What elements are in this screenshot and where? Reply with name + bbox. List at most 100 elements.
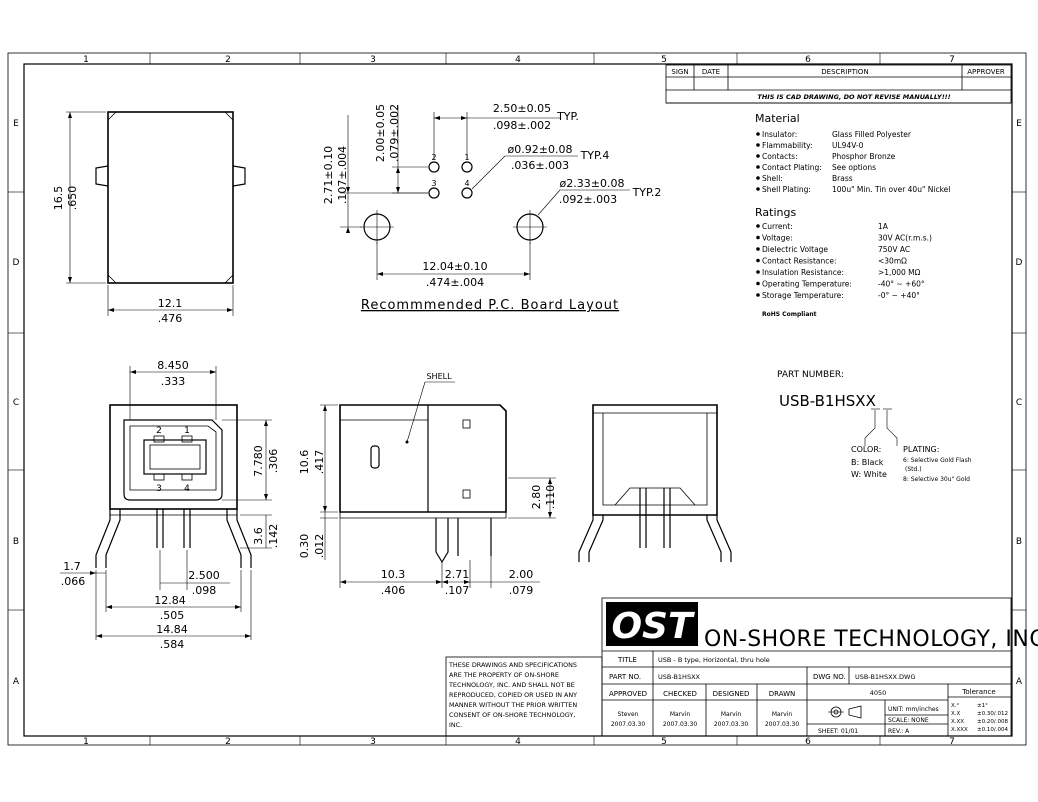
rating-value: -0° ~ +40°	[878, 291, 920, 300]
pcb-pitch-mm: 2.50±0.05	[493, 102, 551, 115]
scale-label: SCALE: NONE	[888, 717, 929, 724]
side-l1-in: .406	[381, 584, 406, 597]
rating-value: 750V AC	[878, 245, 910, 254]
front-pin-1: 1	[184, 426, 190, 436]
grid-col-label: 6	[805, 737, 811, 747]
material-value: See options	[832, 163, 876, 172]
rating-value: -40° ~ +60°	[878, 280, 925, 289]
side-h-in: .417	[313, 450, 326, 475]
bullet-icon	[756, 281, 760, 286]
outer-frame	[7, 52, 1027, 746]
rating-label: Current:	[762, 222, 793, 231]
grid-row-label: B	[13, 537, 19, 547]
material-value: Brass	[832, 174, 853, 183]
pcb-hole-in: .036±.003	[511, 159, 569, 172]
pcb-layout: 2 1 3 4 2.50±0.05 .098±.002 TYP. 2.00±0.…	[322, 102, 661, 313]
front-d4-in: .584	[160, 638, 185, 651]
bullet-icon	[756, 132, 760, 136]
material-label: Contact Plating:	[762, 163, 822, 172]
rating-label: Insulation Resistance:	[762, 268, 844, 277]
top-height-in: .650	[66, 186, 79, 211]
tolerance-value: ±0.10/.004	[977, 727, 1008, 733]
material-title: Material	[755, 112, 800, 125]
unit-label: UNIT: mm/inches	[888, 706, 939, 713]
part-number-label: PART NUMBER:	[777, 370, 844, 380]
front-h1-in: .306	[267, 449, 280, 474]
bullet-icon	[756, 258, 760, 263]
ratings-title: Ratings	[755, 206, 796, 219]
designed-label: DESIGNED	[713, 690, 750, 698]
grid-row-label: D	[1016, 258, 1023, 268]
grid-col-label: 1	[83, 737, 89, 747]
pcb-span-mm: 12.04±0.10	[422, 260, 487, 273]
rev-header-description: DESCRIPTION	[821, 68, 868, 76]
dwg-code: 4050	[870, 689, 887, 697]
part-no-value: USB-B1HSXX	[658, 673, 701, 681]
approved-by: Steven	[618, 711, 639, 718]
tolerance-value: ±0.20/.008	[977, 719, 1008, 725]
part-number-value: USB-B1HSXX	[779, 392, 876, 410]
rating-value: 1A	[878, 222, 889, 231]
tolerance-value: ±0.30/.012	[977, 711, 1008, 717]
pcb-caption: Recommmended P.C. Board Layout	[361, 298, 619, 313]
front-d2-mm: 2.500	[188, 569, 220, 582]
title-value: USB - B type, Horizontal, thru hole	[658, 656, 770, 664]
rating-label: Voltage:	[762, 234, 793, 243]
plating-title: PLATING:	[903, 445, 939, 454]
tolerance-key: X.XX	[951, 719, 964, 725]
front-pin-2: 2	[156, 426, 162, 436]
disclaimer-line: TECHNOLOGY, INC. AND SHALL NOT BE	[448, 681, 575, 689]
side-b-mm: 0.30	[298, 534, 311, 559]
bullet-icon	[756, 154, 760, 158]
grid-col-label: 7	[949, 55, 955, 65]
grid-row-label: B	[1016, 537, 1022, 547]
bullet-icon	[756, 165, 760, 169]
front-view: 2 1 3 4 8.450 .333 7.780 .306 3.6 .142 1…	[60, 359, 280, 651]
drawn-label: DRAWN	[769, 690, 796, 698]
tolerance-key: X.XXX	[951, 727, 968, 733]
front-d1-in: .066	[61, 575, 86, 588]
grid-col-label: 3	[370, 55, 376, 65]
bullet-icon	[756, 176, 760, 180]
rating-value: >1,000 MΩ	[878, 268, 921, 277]
approved-date: 2007.03.30	[611, 721, 646, 728]
pcb-offset-in: .107±.004	[336, 146, 349, 204]
top-view: 16.5 .650 12.1 .476	[52, 111, 246, 325]
material-value: Phosphor Bronze	[832, 152, 896, 161]
drawn-date: 2007.03.30	[765, 721, 800, 728]
material-section: Material Insulator:Glass Filled Polyeste…	[755, 112, 950, 318]
designed-by: Marvin	[721, 711, 742, 718]
ost-logo: OST	[606, 602, 698, 647]
sheet-label: SHEET: 01/01	[818, 728, 858, 735]
front-h2-mm: 3.6	[252, 527, 265, 545]
material-value: 100u" Min. Tin over 40u" Nickel	[832, 185, 950, 194]
top-height-mm: 16.5	[52, 186, 65, 211]
grid-col-label: 6	[805, 55, 811, 65]
side-view: SHELL 10.6 .417 0.30 .012 2.80 .110 10.3…	[298, 372, 557, 597]
front-d2-in: .098	[192, 584, 217, 597]
color-option-white: W: White	[851, 470, 887, 479]
grid-col-label: 1	[83, 55, 89, 65]
pcb-hole-mm: ø0.92±0.08	[508, 143, 573, 156]
material-value: UL94V-0	[832, 141, 864, 150]
pcb-pin-3: 3	[431, 179, 436, 188]
bullet-icon	[756, 143, 760, 147]
material-label: Contacts:	[762, 152, 798, 161]
top-width-mm: 12.1	[158, 297, 183, 310]
checked-by: Marvin	[670, 711, 691, 718]
rating-label: Contact Resistance:	[762, 257, 837, 266]
pcb-row-mm: 2.00±0.05	[374, 104, 387, 162]
disclaimer-line: INC.	[449, 721, 462, 729]
tolerance-title: Tolerance	[961, 688, 995, 696]
part-no-label: PART NO.	[609, 673, 641, 681]
front-h2-in: .142	[267, 524, 280, 549]
grid-row-label: D	[13, 258, 20, 268]
side-l2-mm: 2.71	[445, 568, 470, 581]
disclaimer-line: ARE THE PROPERTY OF ON-SHORE	[449, 671, 559, 679]
drawn-by: Marvin	[772, 711, 793, 718]
designed-date: 2007.03.30	[714, 721, 749, 728]
rev-header-date: DATE	[702, 68, 720, 76]
tolerance-value: ±1°	[977, 703, 988, 709]
